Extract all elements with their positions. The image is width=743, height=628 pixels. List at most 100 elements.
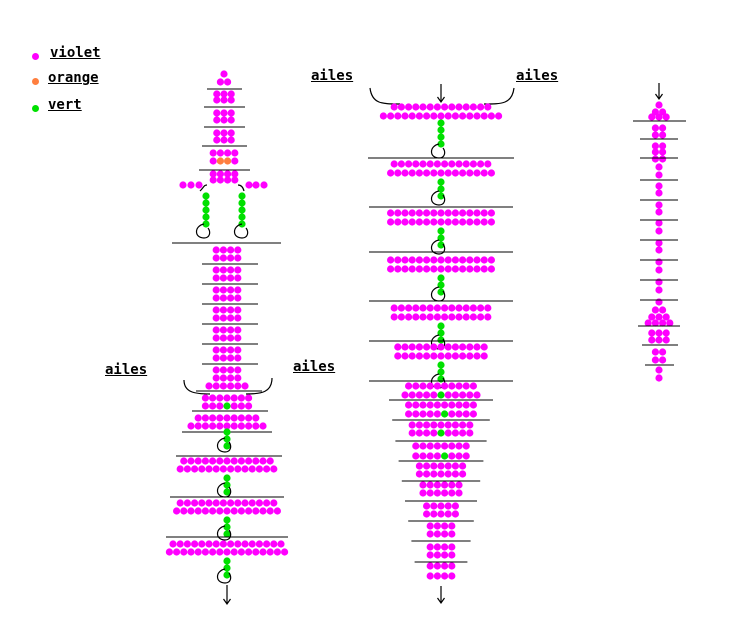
bead bbox=[165, 548, 173, 556]
bead bbox=[212, 306, 220, 314]
bead bbox=[448, 313, 456, 321]
bead bbox=[430, 502, 438, 510]
bead bbox=[433, 489, 441, 497]
bead bbox=[390, 160, 398, 168]
bead bbox=[437, 227, 445, 235]
bead bbox=[390, 313, 398, 321]
bead bbox=[223, 394, 231, 402]
bead bbox=[455, 489, 463, 497]
bead bbox=[227, 306, 235, 314]
bead bbox=[426, 160, 434, 168]
bead bbox=[433, 452, 441, 460]
bead bbox=[459, 112, 467, 120]
bead bbox=[655, 366, 663, 374]
bead bbox=[173, 548, 181, 556]
bead bbox=[423, 343, 431, 351]
bead bbox=[441, 481, 449, 489]
bead bbox=[651, 356, 660, 364]
bead bbox=[412, 442, 420, 450]
bead bbox=[426, 103, 434, 111]
bead bbox=[655, 163, 663, 171]
bead bbox=[230, 548, 238, 556]
bead bbox=[227, 465, 235, 473]
loop-path bbox=[430, 239, 446, 255]
bead bbox=[433, 304, 441, 312]
bead bbox=[220, 129, 228, 137]
bead bbox=[437, 192, 445, 200]
bead bbox=[227, 354, 235, 362]
bead bbox=[426, 452, 434, 460]
violet-dot-icon bbox=[32, 53, 39, 60]
bead bbox=[423, 352, 431, 360]
bead bbox=[252, 181, 260, 189]
bead bbox=[480, 209, 488, 217]
bead bbox=[469, 382, 477, 390]
bead bbox=[662, 336, 670, 344]
bead bbox=[270, 499, 278, 507]
bead bbox=[651, 142, 660, 150]
bead bbox=[451, 510, 459, 518]
bead bbox=[401, 218, 409, 226]
bead bbox=[430, 421, 438, 429]
bead bbox=[473, 352, 481, 360]
bead bbox=[234, 382, 242, 390]
bead bbox=[659, 348, 667, 356]
bead bbox=[448, 530, 456, 538]
bead bbox=[212, 354, 220, 362]
bead bbox=[441, 562, 449, 570]
bead bbox=[194, 422, 202, 430]
bead bbox=[437, 133, 445, 141]
bead bbox=[209, 402, 217, 410]
bead bbox=[655, 182, 663, 190]
bead bbox=[220, 116, 228, 124]
bead bbox=[273, 507, 281, 515]
bead bbox=[220, 109, 228, 117]
bead bbox=[448, 410, 456, 418]
bead bbox=[423, 502, 431, 510]
bead bbox=[419, 489, 427, 497]
bead bbox=[234, 465, 242, 473]
bead bbox=[223, 516, 231, 524]
bead bbox=[227, 274, 235, 282]
bead bbox=[219, 274, 227, 282]
bead bbox=[213, 96, 221, 104]
bead bbox=[201, 394, 209, 402]
bead bbox=[455, 442, 463, 450]
bead bbox=[397, 304, 405, 312]
bead bbox=[459, 343, 467, 351]
bead bbox=[415, 343, 423, 351]
bead bbox=[216, 402, 224, 410]
bead bbox=[245, 457, 253, 465]
bead bbox=[201, 548, 209, 556]
bead bbox=[252, 548, 260, 556]
bead bbox=[441, 489, 449, 497]
bead bbox=[473, 218, 481, 226]
bead bbox=[415, 265, 423, 273]
bead bbox=[659, 319, 667, 327]
bead bbox=[480, 343, 488, 351]
bead bbox=[270, 540, 278, 548]
bead bbox=[231, 170, 239, 178]
bead bbox=[252, 414, 260, 422]
bead bbox=[480, 169, 488, 177]
bead bbox=[451, 421, 459, 429]
bead bbox=[448, 160, 456, 168]
bead bbox=[433, 401, 441, 409]
bead bbox=[194, 457, 202, 465]
bead bbox=[451, 502, 459, 510]
bead bbox=[224, 157, 232, 165]
bead bbox=[223, 530, 231, 538]
bead bbox=[202, 199, 210, 207]
bead bbox=[408, 352, 416, 360]
bead bbox=[266, 457, 274, 465]
bead bbox=[216, 149, 224, 157]
bead bbox=[662, 113, 670, 121]
bead bbox=[473, 256, 481, 264]
bead bbox=[202, 206, 210, 214]
bead bbox=[444, 470, 452, 478]
bead bbox=[437, 209, 445, 217]
bead bbox=[423, 510, 431, 518]
bead bbox=[655, 239, 663, 247]
bead bbox=[419, 304, 427, 312]
arrow-down-icon bbox=[655, 93, 663, 101]
